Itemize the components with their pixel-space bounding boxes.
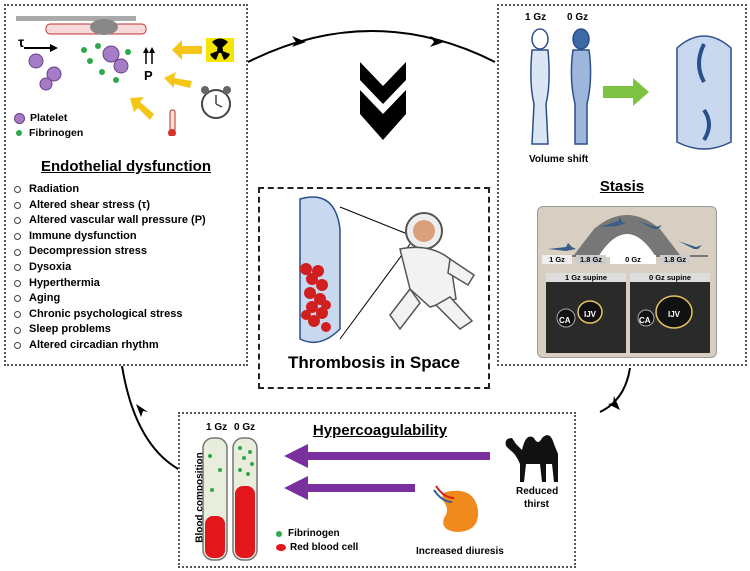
legend-platelet: Platelet	[30, 112, 68, 124]
platelet-swatch	[14, 112, 25, 124]
legend-fibrinogen: Fibrinogen	[288, 528, 340, 539]
list-item: Immune dysfunction	[14, 229, 206, 245]
list-item: Radiation	[14, 182, 206, 198]
list-item: Altered shear stress (τ)	[14, 198, 206, 214]
bar-label: 1.8 Gz	[576, 255, 606, 264]
center-title: Thrombosis in Space	[288, 353, 460, 372]
list-item: Altered vascular wall pressure (P)	[14, 213, 206, 229]
legend-fibrinogen: Fibrinogen	[29, 127, 84, 139]
list-item: Altered circadian rhythm	[14, 338, 206, 354]
hyper-legend: Fibrinogen Red blood cell	[276, 528, 358, 553]
list-item: Dysoxia	[14, 260, 206, 276]
risk-factor-list: Radiation Altered shear stress (τ) Alter…	[14, 182, 206, 354]
hyper-gz0: 0 Gz	[234, 422, 256, 433]
list-item: Aging	[14, 291, 206, 307]
gz-bar: 1 Gz 1.8 Gz 0 Gz 1.8 Gz	[542, 255, 690, 264]
endothelial-title: Endothelial dysfunction	[40, 158, 211, 175]
diuresis-label: Increased diuresis	[416, 546, 504, 557]
center-panel: Thrombosis in Space	[258, 187, 490, 389]
p-label: P	[144, 68, 153, 83]
hyper-gz1: 1 Gz	[206, 422, 228, 433]
fibrinogen-swatch	[16, 130, 22, 136]
bar-label: 1 Gz	[542, 255, 572, 264]
endothelial-panel: τ P Platelet Fibrinogen Endothelial dysf…	[4, 4, 248, 366]
list-item: Decompression stress	[14, 244, 206, 260]
list-item: Hyperthermia	[14, 276, 206, 292]
down-arrow	[360, 62, 406, 104]
ultrasound-1gz: 1 Gz supine CA IJV	[546, 273, 626, 353]
vessel-illustration	[16, 16, 234, 136]
legend-rbc: Red blood cell	[290, 542, 359, 553]
stasis-panel: 1 Gz 0 Gz Volume shift Stasis 1 Gz 1.8 G…	[497, 4, 747, 366]
astronaut-illustration	[299, 196, 476, 344]
list-item: Chronic psychological stress	[14, 307, 206, 323]
ultrasound-0gz: 0 Gz supine CA IJV	[630, 273, 710, 353]
volume-shift-label: Volume shift	[529, 154, 589, 165]
camel-icon	[505, 435, 558, 482]
flight-profile	[546, 215, 708, 257]
thirst-label: thirst	[524, 499, 549, 510]
reduced-label: Reduced	[516, 486, 559, 497]
ultrasound-box: 1 Gz 1.8 Gz 0 Gz 1.8 Gz 1 Gz supine CA I…	[537, 206, 717, 358]
list-item: Sleep problems	[14, 322, 206, 338]
bar-label: 0 Gz	[610, 255, 656, 264]
purple-arrows	[284, 444, 490, 500]
kidney-icon	[433, 485, 479, 532]
legend: Platelet Fibrinogen	[14, 112, 83, 139]
stasis-gz1: 1 Gz	[525, 12, 547, 23]
stasis-title: Stasis	[599, 178, 645, 195]
test-tubes	[202, 437, 258, 561]
bar-label: 1.8 Gz	[660, 255, 690, 264]
stasis-gz0: 0 Gz	[567, 12, 589, 23]
hyper-title: Hypercoagulability	[312, 422, 448, 439]
volume-shift-figures	[530, 28, 732, 150]
rbc-swatch	[276, 544, 286, 551]
fibrinogen-swatch	[276, 530, 282, 537]
tau-label: τ	[18, 34, 25, 50]
hyper-panel: Hypercoagulability 1 Gz 0 Gz Blood compo…	[178, 412, 576, 568]
